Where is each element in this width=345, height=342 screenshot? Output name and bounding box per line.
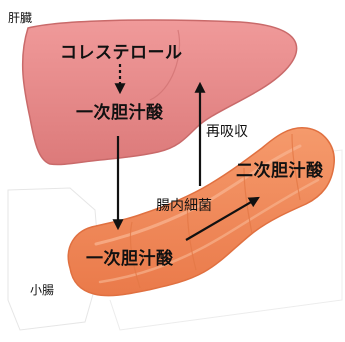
conversion-arrow bbox=[185, 196, 260, 241]
liver-label: 肝臓 bbox=[8, 11, 32, 25]
intestine-ridge-1 bbox=[94, 144, 302, 246]
primary-bile-acid-intestine-label: 一次胆汁酸 bbox=[86, 248, 174, 269]
intestine-fold-1 bbox=[129, 221, 141, 289]
liver-lobe-line bbox=[149, 29, 181, 101]
gut-bacteria-label: 腸内細菌 bbox=[156, 198, 212, 214]
intestine-fold-4 bbox=[291, 133, 301, 201]
reabsorption-label: 再吸収 bbox=[206, 124, 248, 140]
intestine-fold-3 bbox=[243, 167, 253, 235]
intestine-backdrop-outline bbox=[7, 187, 101, 331]
intestine-ridge-2 bbox=[98, 178, 320, 284]
intestine-fold-2 bbox=[186, 197, 197, 271]
secondary-bile-acid-label: 二次胆汁酸 bbox=[236, 160, 324, 181]
liver-shape bbox=[21, 19, 298, 166]
cholesterol-label: コレステロール bbox=[60, 43, 183, 63]
intestine-shape bbox=[67, 127, 335, 297]
small-intestine-label: 小腸 bbox=[30, 283, 54, 297]
primary-bile-acid-liver-label: 一次胆汁酸 bbox=[76, 102, 164, 123]
